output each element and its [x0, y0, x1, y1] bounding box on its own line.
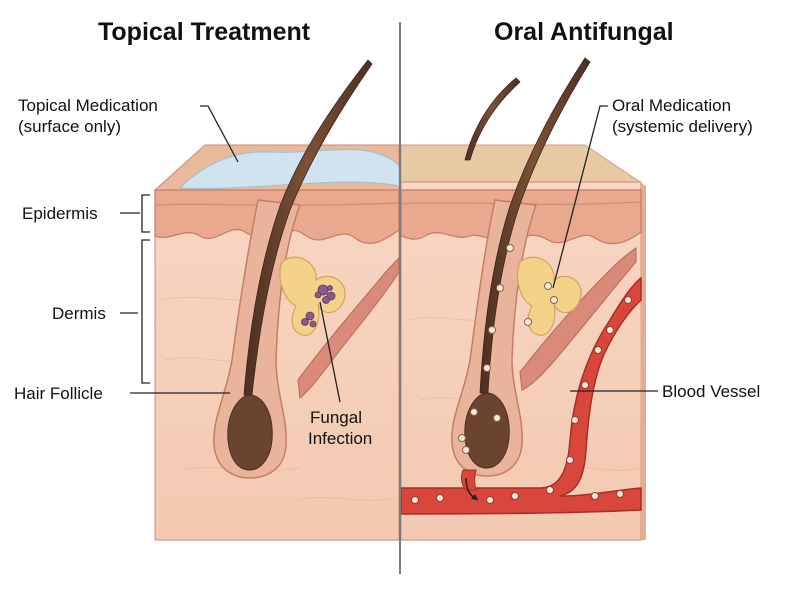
title-topical-treatment: Topical Treatment	[98, 18, 311, 46]
leader-lines	[120, 105, 658, 403]
label-topical-medication-line2: (surface only)	[18, 117, 121, 136]
label-oral-medication: Oral Medication (systemic delivery)	[612, 95, 753, 137]
label-fungal-infection-line2: Infection	[308, 429, 373, 448]
title-oral-antifungal: Oral Antifungal	[494, 18, 674, 46]
label-topical-medication: Topical Medication (surface only)	[18, 95, 158, 137]
label-fungal-infection: Fungal Infection	[308, 407, 372, 449]
oral-medication-dots	[458, 244, 558, 454]
label-topical-medication-line1: Topical Medication	[18, 96, 158, 115]
label-oral-medication-line1: Oral Medication	[612, 96, 732, 115]
right-skin-top-surface	[400, 144, 642, 183]
topical-gel-layer	[178, 149, 400, 190]
label-hair-follicle: Hair Follicle	[14, 384, 103, 403]
left-follicle-bulb	[227, 394, 273, 471]
blood-vessel-cells	[411, 296, 632, 504]
label-oral-medication-line2: (systemic delivery)	[612, 117, 753, 136]
label-fungal-infection-line1: Fungal	[310, 408, 362, 427]
left-skin-block	[153, 59, 400, 541]
left-hair-shaft	[243, 59, 373, 396]
right-short-hair	[464, 77, 521, 161]
blood-vessel	[400, 276, 642, 515]
label-dermis: Dermis	[52, 304, 106, 323]
capillary-arrowhead	[471, 494, 478, 500]
label-blood-vessel: Blood Vessel	[662, 382, 761, 401]
label-epidermis: Epidermis	[22, 204, 98, 223]
right-follicle-bulb	[464, 392, 510, 469]
right-side-face	[640, 182, 646, 540]
right-skin-block	[400, 57, 646, 541]
right-hair-shaft	[479, 57, 591, 394]
left-sebaceous-gland	[279, 256, 346, 336]
left-stratum-line	[154, 202, 400, 206]
follicle-capillary	[461, 469, 477, 491]
center-divider	[399, 22, 401, 574]
fungal-spots	[301, 284, 336, 328]
